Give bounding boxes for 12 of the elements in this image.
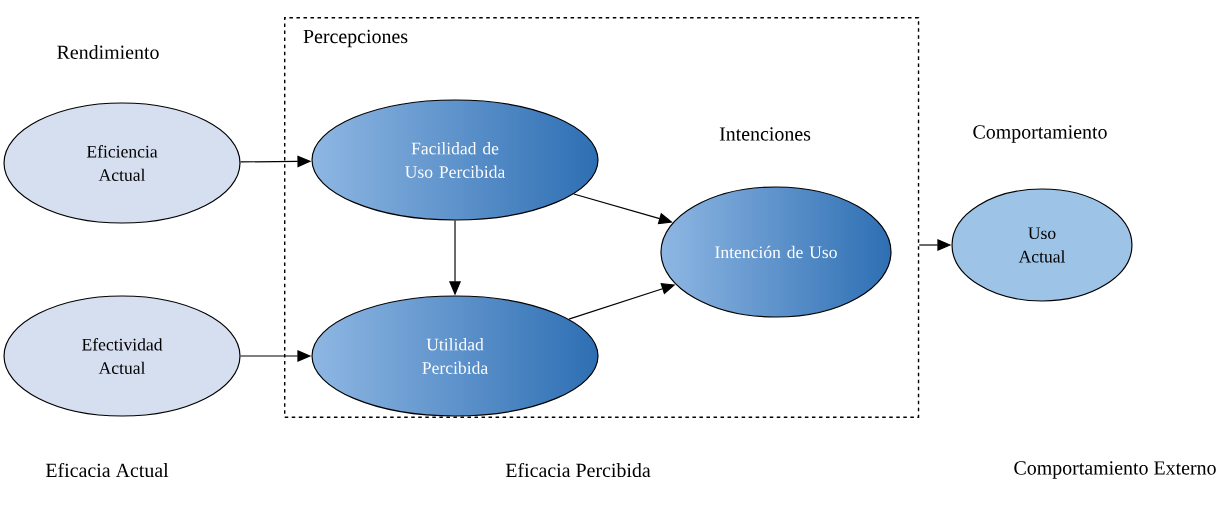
ellipse-node: Utilidad Percibida (311, 295, 599, 417)
ellipse-node: Eficiencia Actual (3, 102, 241, 224)
section-label: Eficacia Actual (45, 462, 169, 478)
section-label: Comportamiento Externo (1014, 461, 1216, 479)
section-label: Intenciones (719, 127, 811, 141)
section-label: Eficacia Percibida (505, 462, 651, 478)
section-label: Rendimiento (57, 45, 159, 59)
ellipse-node: Uso Actual (951, 188, 1133, 302)
ellipse-node: Facilidad de Uso Percibida (311, 99, 599, 221)
ellipse-node: Efectividad Actual (3, 295, 241, 417)
section-label: Comportamiento (973, 125, 1107, 143)
ellipse-node: Intención de Uso (660, 186, 892, 318)
